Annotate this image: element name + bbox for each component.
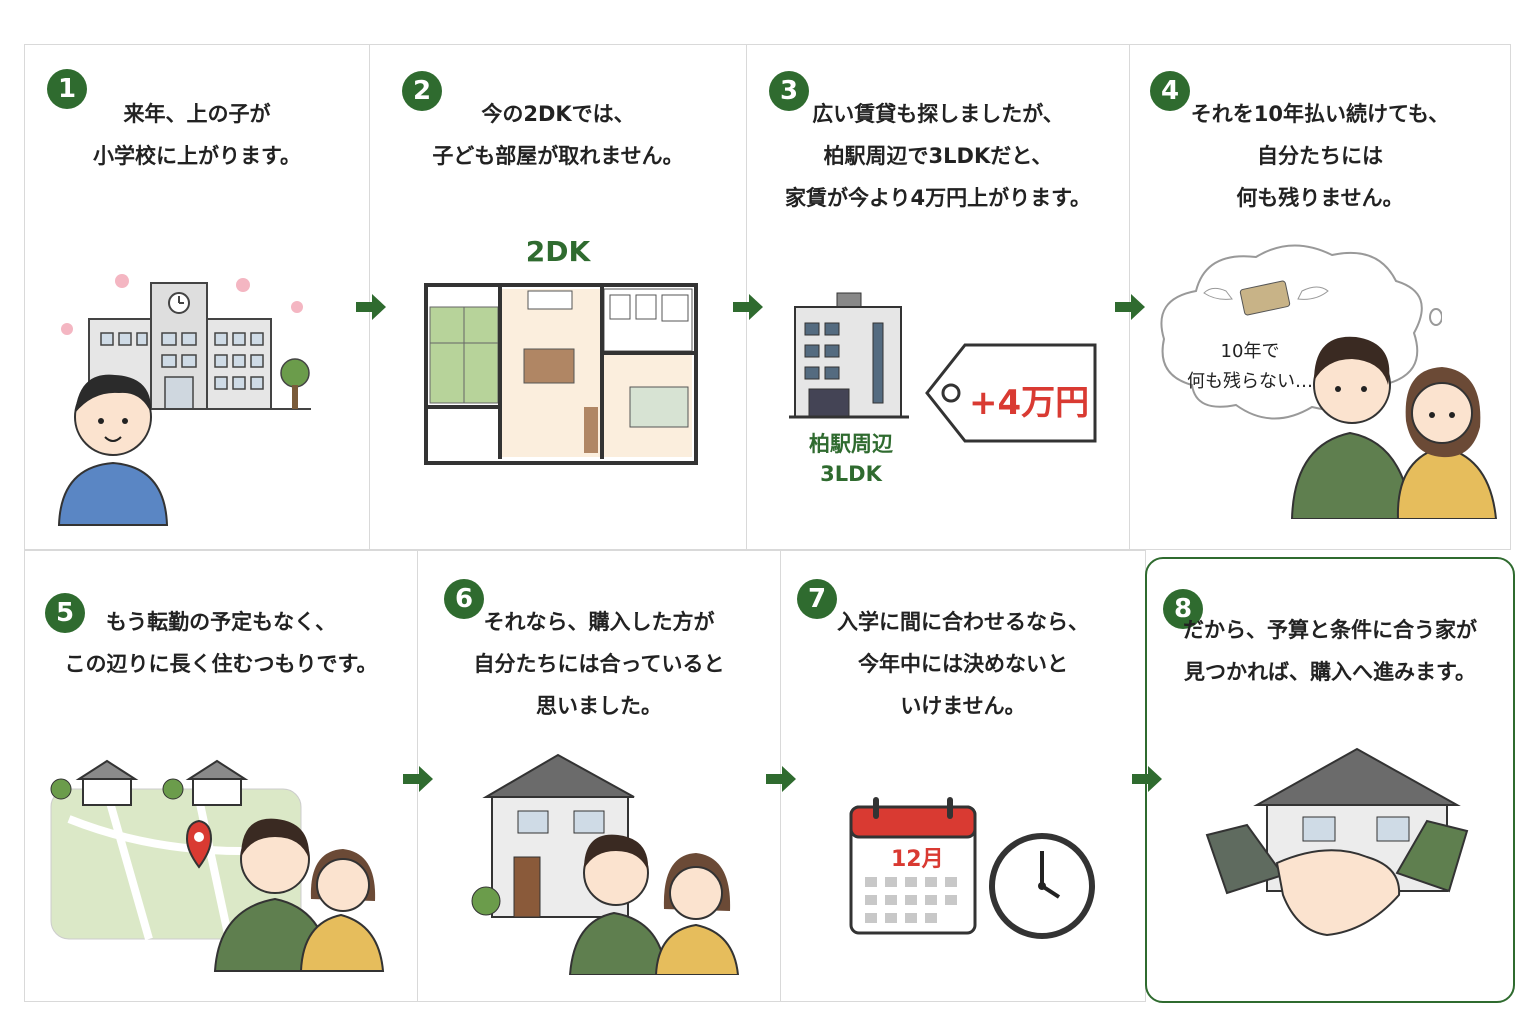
step-1-panel: 1 来年、上の子が 小学校に上がります。 bbox=[24, 44, 370, 550]
step-6-badge: 6 bbox=[444, 579, 484, 619]
neighborhood-map-illustration bbox=[50, 759, 385, 972]
step-6-panel: 6 それなら、購入した方が 自分たちには合っていると 思いました。 bbox=[417, 550, 781, 1002]
worried-couple-illustration bbox=[1290, 336, 1498, 519]
clock-icon bbox=[989, 833, 1095, 939]
price-tag-text: +4万円 bbox=[969, 383, 1090, 423]
step-7-panel: 7 入学に間に合わせるなら、 今年中には決めないと いけません。 12月 bbox=[780, 550, 1146, 1002]
step-5-badge: 5 bbox=[45, 593, 85, 633]
arrow-right-icon bbox=[1132, 766, 1162, 792]
arrow-right-icon bbox=[1115, 294, 1145, 320]
step-3-badge: 3 bbox=[769, 71, 809, 111]
step-3-caption: 広い賃貸も探しましたが、 柏駅周辺で3LDKだと、 家賃が今より4万円上がります… bbox=[784, 102, 1092, 210]
step-2-panel: 2 今の2DKでは、 子ども部屋が取れません。 2DK bbox=[369, 44, 747, 550]
step-8-caption: だから、予算と条件に合う家が 見つかれば、購入へ進みます。 bbox=[1183, 618, 1477, 684]
building-area-label: 柏駅周辺 3LDK bbox=[809, 432, 893, 486]
step-6-caption: それなら、購入した方が 自分たちには合っていると 思いました。 bbox=[473, 610, 725, 718]
house-couple-illustration bbox=[471, 753, 740, 975]
arrow-right-icon bbox=[356, 294, 386, 320]
price-tag-icon bbox=[925, 343, 1097, 443]
step-4-caption: それを10年払い続けても、 自分たちには 何も残りません。 bbox=[1190, 102, 1450, 210]
step-5-caption: もう転勤の予定もなく、 この辺りに長く住むつもりです。 bbox=[64, 610, 378, 676]
step-1-badge: 1 bbox=[47, 69, 87, 109]
floor-plan-label: 2DK bbox=[525, 235, 591, 268]
step-8-badge: 8 bbox=[1163, 589, 1203, 629]
arrow-right-icon bbox=[733, 294, 763, 320]
step-5-panel: 5 もう転勤の予定もなく、 この辺りに長く住むつもりです。 bbox=[24, 550, 418, 1002]
step-3-panel: 3 広い賃貸も探しましたが、 柏駅周辺で3LDKだと、 家賃が今より4万円上がり… bbox=[746, 44, 1130, 550]
step-4-badge: 4 bbox=[1150, 71, 1190, 111]
step-8-panel: 8 だから、予算と条件に合う家が 見つかれば、購入へ進みます。 bbox=[1145, 557, 1515, 1003]
step-7-caption: 入学に間に合わせるなら、 今年中には決めないと いけません。 bbox=[837, 610, 1089, 718]
arrow-right-icon bbox=[766, 766, 796, 792]
step-4-panel: 4 それを10年払い続けても、 自分たちには 何も残りません。 10年で 何も残… bbox=[1129, 44, 1511, 550]
step-2-caption: 今の2DKでは、 子ども部屋が取れません。 bbox=[432, 102, 684, 168]
step-2-badge: 2 bbox=[402, 71, 442, 111]
school-child-illustration bbox=[57, 274, 311, 526]
calendar-month: 12月 bbox=[891, 847, 944, 872]
step-7-badge: 7 bbox=[797, 579, 837, 619]
arrow-right-icon bbox=[403, 766, 433, 792]
floor-plan-2dk bbox=[424, 283, 698, 465]
calendar-icon bbox=[849, 797, 977, 935]
apartment-building-illustration bbox=[789, 292, 909, 419]
handshake-house-illustration bbox=[1205, 747, 1469, 937]
step-1-caption: 来年、上の子が 小学校に上がります。 bbox=[93, 102, 301, 168]
thought-text: 10年で 何も残らない… bbox=[1187, 341, 1313, 392]
